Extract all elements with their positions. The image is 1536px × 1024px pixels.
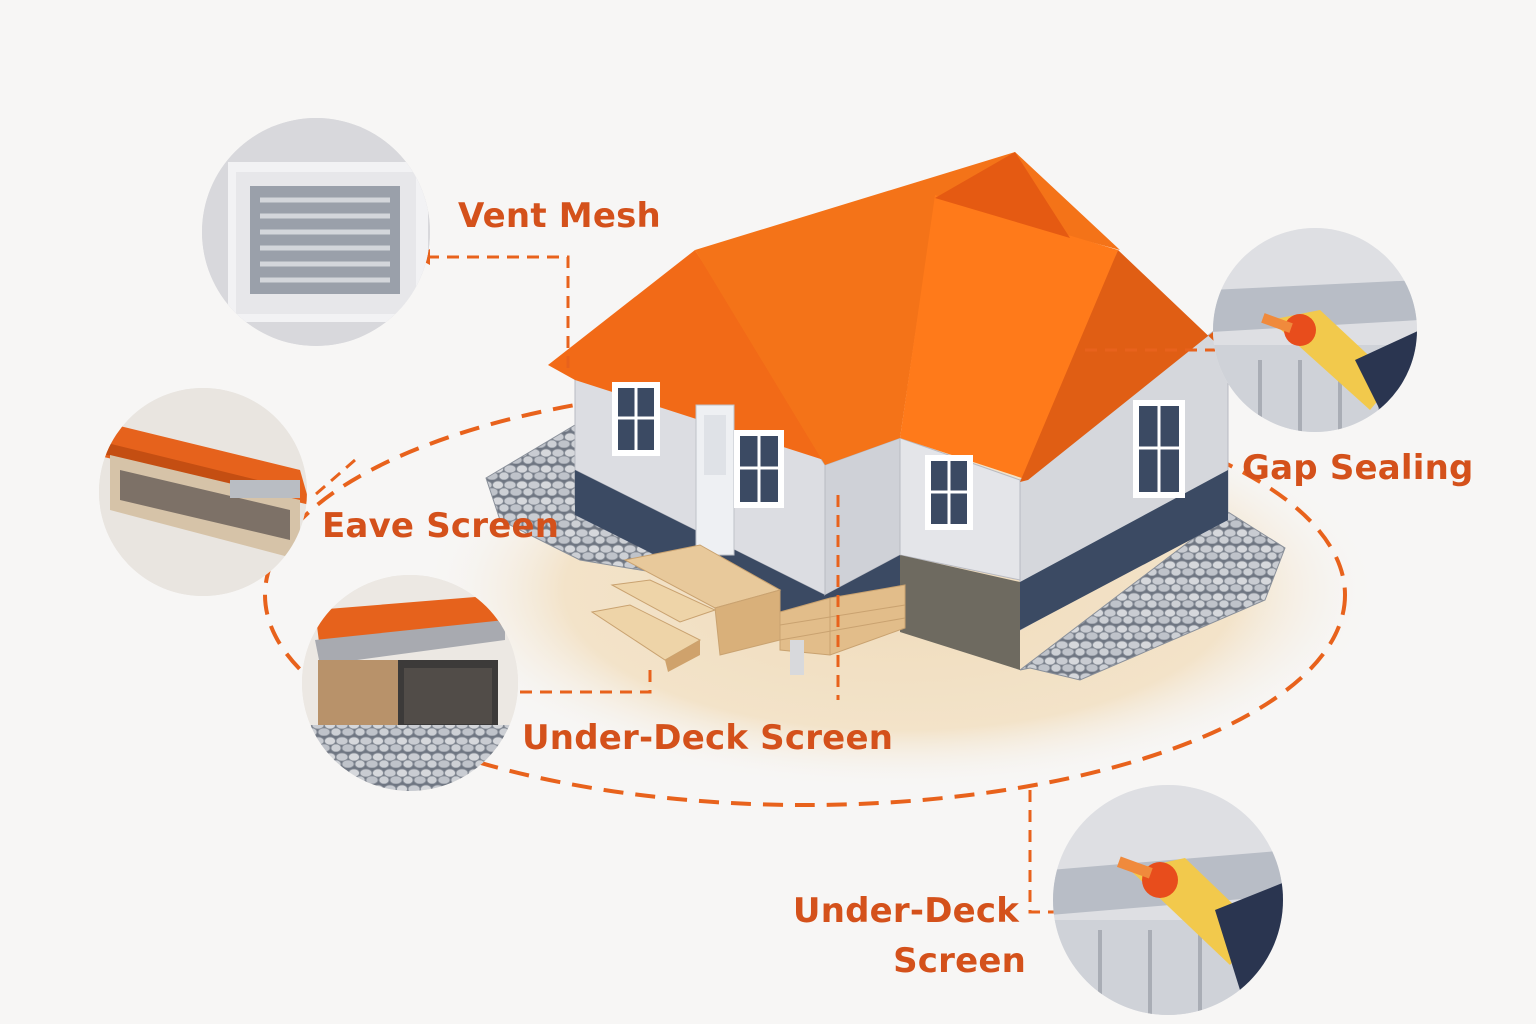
window-left bbox=[612, 382, 660, 456]
leader-vent bbox=[425, 255, 570, 368]
crawlspace-opening bbox=[900, 555, 1020, 670]
window-middle bbox=[925, 455, 973, 530]
right-wing-foundation bbox=[1020, 470, 1228, 630]
eave-screen-label: Eave Screen bbox=[322, 506, 560, 546]
leader-eave bbox=[315, 458, 356, 496]
eave-screen-icon bbox=[99, 388, 307, 596]
front-door bbox=[695, 404, 735, 556]
roof-left-gable bbox=[548, 250, 830, 462]
gap-sealing-label: Gap Sealing bbox=[1242, 448, 1474, 488]
sealant-gun-icon bbox=[1053, 785, 1283, 1015]
roof-right-hip bbox=[900, 195, 1118, 480]
leader-lines bbox=[315, 255, 1215, 914]
under-deck-screen-label-2-line1: Under-Deck bbox=[792, 891, 1020, 931]
wooden-deck bbox=[590, 544, 906, 675]
roof-right-eave bbox=[1020, 250, 1228, 482]
window-right bbox=[1133, 400, 1185, 498]
under-deck-screen-label-2: Under-Deck Screen bbox=[786, 886, 1026, 986]
under-deck-screen-icon bbox=[302, 575, 518, 791]
under-deck-screen-label-2-line2: Screen bbox=[893, 941, 1026, 981]
vent-mesh-icon bbox=[202, 118, 430, 346]
perimeter-dashed-outline bbox=[263, 383, 1347, 807]
roof-ridge-shade bbox=[935, 152, 1070, 238]
vent-mesh-label: Vent Mesh bbox=[458, 196, 661, 236]
window-center bbox=[734, 430, 784, 508]
gap-sealing-icon bbox=[1213, 228, 1417, 432]
under-deck-screen-label: Under-Deck Screen bbox=[522, 718, 894, 758]
roof-main-slope bbox=[695, 152, 1120, 465]
leader-deck1 bbox=[520, 670, 652, 694]
